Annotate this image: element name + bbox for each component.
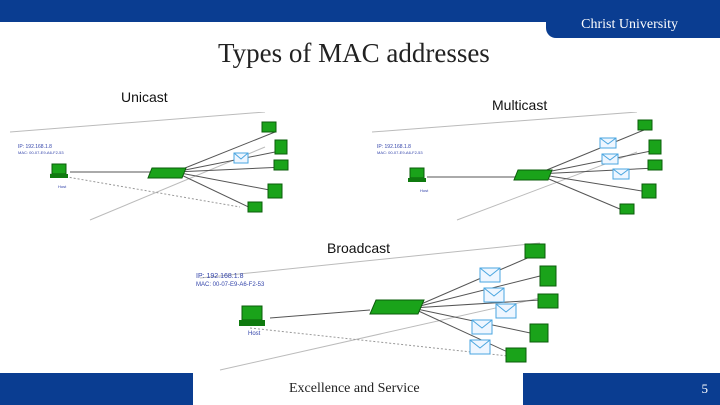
- unicast-diagram: IP: 192.168.1.8 MAC: 00-07-E9-A6-F2-53 H…: [10, 112, 289, 221]
- unicast-mac: MAC: 00-07-E9-A6-F2-53: [18, 150, 64, 155]
- page-number: 5: [701, 381, 709, 396]
- top-banner: [0, 0, 720, 22]
- slide-title: Types of MAC addresses: [218, 38, 490, 68]
- multicast-ip: IP: 192.168.1.8: [377, 144, 411, 150]
- broadcast-host-label: Host: [248, 331, 261, 337]
- unicast-label: Unicast: [121, 89, 168, 105]
- multicast-mac: MAC: 00-07-E9-A6-F2-53: [377, 150, 423, 155]
- multicast-diagram: IP: 192.168.1.8 MAC: 00-07-E9-A6-F2-53 H…: [372, 112, 663, 221]
- broadcast-label: Broadcast: [327, 240, 391, 256]
- multicast-label: Multicast: [492, 97, 548, 113]
- broadcast-mac: MAC: 00-07-E9-A6-F2-53: [196, 282, 265, 288]
- header-tab: Christ University: [546, 0, 720, 38]
- broadcast-diagram: IP: 192.168.1.8 MAC: 00-07-E9-A6-F2-53 H…: [196, 242, 559, 371]
- unicast-host-label: Host: [58, 184, 67, 189]
- broadcast-ip: IP: 192.168.1.8: [196, 273, 244, 280]
- footer-motto: Excellence and Service: [289, 381, 420, 396]
- multicast-host-label: Host: [420, 188, 429, 193]
- org-name: Christ University: [581, 17, 678, 32]
- footer-box: Excellence and Service: [193, 373, 523, 405]
- unicast-ip: IP: 192.168.1.8: [18, 144, 52, 150]
